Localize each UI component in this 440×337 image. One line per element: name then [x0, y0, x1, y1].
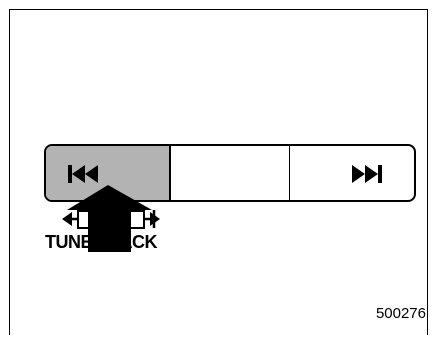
- figure-code: 500276: [375, 305, 426, 322]
- skip-next-button[interactable]: [290, 146, 414, 200]
- skip-next-icon: [352, 165, 382, 183]
- center-button[interactable]: [171, 146, 290, 200]
- skip-previous-icon: [68, 165, 98, 183]
- figure-frame: [9, 9, 428, 335]
- media-button-bar: [44, 144, 416, 202]
